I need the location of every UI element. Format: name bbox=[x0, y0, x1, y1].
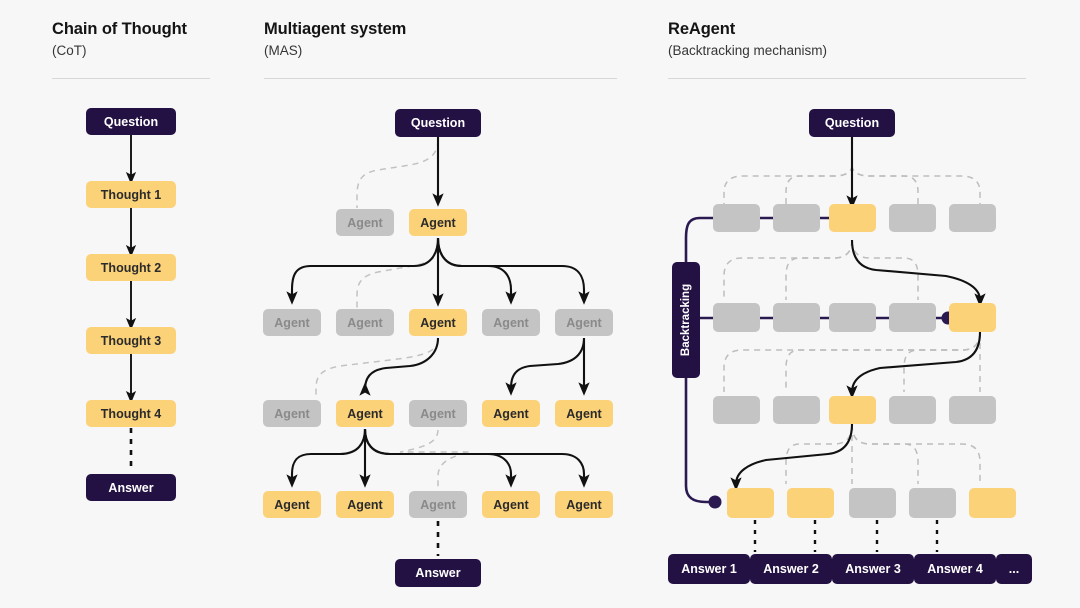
cot-node-thought-2[interactable]: Thought 2 bbox=[86, 254, 176, 281]
reagent-row3-node-4[interactable] bbox=[889, 396, 936, 424]
cot-node-answer-label: Answer bbox=[108, 480, 154, 495]
reagent-row2-node-1[interactable] bbox=[713, 303, 760, 332]
mas-row2-node-1-label: Agent bbox=[274, 315, 310, 330]
reagent-answer-4-label: Answer 4 bbox=[927, 562, 983, 576]
panel-reagent: ReAgent (Backtracking mechanism) bbox=[660, 0, 1080, 608]
reagent-header: ReAgent (Backtracking mechanism) bbox=[668, 20, 1034, 59]
cot-node-thought-4[interactable]: Thought 4 bbox=[86, 400, 176, 427]
reagent-answer-3[interactable]: Answer 3 bbox=[832, 554, 914, 584]
mas-row3-node-2[interactable]: Agent bbox=[336, 400, 394, 427]
mas-row3-node-1[interactable]: Agent bbox=[263, 400, 321, 427]
mas-row4-node-2-label: Agent bbox=[347, 497, 383, 512]
reagent-row2-node-4[interactable] bbox=[889, 303, 936, 332]
mas-row3-node-3-label: Agent bbox=[420, 406, 456, 421]
mas-node-question-label: Question bbox=[410, 116, 466, 130]
cot-node-thought-2-label: Thought 2 bbox=[100, 260, 162, 275]
backtracking-label-text: Backtracking bbox=[680, 283, 693, 357]
reagent-answer-2[interactable]: Answer 2 bbox=[750, 554, 832, 584]
reagent-divider bbox=[668, 78, 1026, 79]
cot-divider bbox=[52, 78, 210, 79]
mas-row1-node-2-label: Agent bbox=[420, 215, 456, 230]
panel-chain-of-thought: Chain of Thought (CoT) bbox=[0, 0, 240, 608]
mas-row3-node-1-label: Agent bbox=[274, 406, 310, 421]
mas-row2-node-3[interactable]: Agent bbox=[409, 309, 467, 336]
mas-row4-node-2[interactable]: Agent bbox=[336, 491, 394, 518]
reagent-answer-1[interactable]: Answer 1 bbox=[668, 554, 750, 584]
reagent-answer-1-label: Answer 1 bbox=[681, 562, 737, 576]
reagent-answer-more[interactable]: ... bbox=[996, 554, 1032, 584]
reagent-row2-node-5[interactable] bbox=[949, 303, 996, 332]
mas-row3-node-4[interactable]: Agent bbox=[482, 400, 540, 427]
cot-node-thought-3-label: Thought 3 bbox=[100, 333, 162, 348]
reagent-row4-node-5[interactable] bbox=[969, 488, 1016, 518]
reagent-row3-node-3[interactable] bbox=[829, 396, 876, 424]
mas-row3-node-4-label: Agent bbox=[493, 406, 529, 421]
reagent-row4-node-3[interactable] bbox=[849, 488, 896, 518]
mas-row4-node-4-label: Agent bbox=[493, 497, 529, 512]
cot-node-answer[interactable]: Answer bbox=[86, 474, 176, 501]
panel-multiagent-system: Multiagent system (MAS) bbox=[240, 0, 660, 608]
mas-node-question[interactable]: Question bbox=[395, 109, 481, 137]
reagent-row2-node-2[interactable] bbox=[773, 303, 820, 332]
mas-row1-node-2[interactable]: Agent bbox=[409, 209, 467, 236]
reagent-answer-more-label: ... bbox=[1008, 562, 1020, 576]
cot-node-thought-4-label: Thought 4 bbox=[100, 406, 162, 421]
mas-row1-node-1-label: Agent bbox=[347, 215, 383, 230]
reagent-row3-node-1[interactable] bbox=[713, 396, 760, 424]
reagent-title: ReAgent bbox=[668, 20, 736, 38]
reagent-subtitle: (Backtracking mechanism) bbox=[668, 42, 828, 58]
cot-node-thought-1-label: Thought 1 bbox=[100, 187, 162, 202]
mas-header: Multiagent system (MAS) bbox=[264, 20, 620, 59]
reagent-node-question-label: Question bbox=[824, 116, 880, 130]
mas-row4-node-1[interactable]: Agent bbox=[263, 491, 321, 518]
cot-node-thought-1[interactable]: Thought 1 bbox=[86, 181, 176, 208]
reagent-answer-3-label: Answer 3 bbox=[845, 562, 901, 576]
mas-row3-node-5[interactable]: Agent bbox=[555, 400, 613, 427]
cot-header: Chain of Thought (CoT) bbox=[52, 20, 212, 59]
mas-row4-node-5-label: Agent bbox=[566, 497, 602, 512]
mas-row3-node-2-label: Agent bbox=[347, 406, 383, 421]
mas-title: Multiagent system bbox=[264, 20, 407, 38]
reagent-row4-node-1[interactable] bbox=[727, 488, 774, 518]
mas-row2-node-4-label: Agent bbox=[493, 315, 529, 330]
mas-row2-node-5[interactable]: Agent bbox=[555, 309, 613, 336]
cot-node-thought-3[interactable]: Thought 3 bbox=[86, 327, 176, 354]
mas-divider bbox=[264, 78, 617, 79]
mas-row4-node-3-label: Agent bbox=[420, 497, 456, 512]
mas-row3-node-5-label: Agent bbox=[566, 406, 602, 421]
reagent-row1-node-4[interactable] bbox=[889, 204, 936, 232]
mas-row2-node-2[interactable]: Agent bbox=[336, 309, 394, 336]
mas-node-answer-label: Answer bbox=[415, 566, 461, 580]
mas-row4-node-4[interactable]: Agent bbox=[482, 491, 540, 518]
mas-row2-node-5-label: Agent bbox=[566, 315, 602, 330]
mas-row2-node-2-label: Agent bbox=[347, 315, 383, 330]
cot-node-question[interactable]: Question bbox=[86, 108, 176, 135]
cot-subtitle: (CoT) bbox=[52, 42, 87, 58]
reagent-row2-node-3[interactable] bbox=[829, 303, 876, 332]
reagent-node-question[interactable]: Question bbox=[809, 109, 895, 137]
reagent-row1-node-2[interactable] bbox=[773, 204, 820, 232]
reagent-row4-node-2[interactable] bbox=[787, 488, 834, 518]
mas-subtitle: (MAS) bbox=[264, 42, 303, 58]
cot-title: Chain of Thought bbox=[52, 20, 187, 38]
mas-row4-node-3[interactable]: Agent bbox=[409, 491, 467, 518]
reagent-answer-4[interactable]: Answer 4 bbox=[914, 554, 996, 584]
mas-row2-node-4[interactable]: Agent bbox=[482, 309, 540, 336]
reagent-row1-node-1[interactable] bbox=[713, 204, 760, 232]
backtracking-label[interactable]: Backtracking bbox=[672, 262, 700, 378]
reagent-row3-node-2[interactable] bbox=[773, 396, 820, 424]
mas-row2-node-3-label: Agent bbox=[420, 315, 456, 330]
mas-node-answer[interactable]: Answer bbox=[395, 559, 481, 587]
reagent-row4-node-4[interactable] bbox=[909, 488, 956, 518]
cot-node-question-label: Question bbox=[103, 114, 159, 129]
mas-row4-node-5[interactable]: Agent bbox=[555, 491, 613, 518]
reagent-row1-node-3[interactable] bbox=[829, 204, 876, 232]
mas-row4-node-1-label: Agent bbox=[274, 497, 310, 512]
reagent-answer-2-label: Answer 2 bbox=[763, 562, 819, 576]
mas-row1-node-1[interactable]: Agent bbox=[336, 209, 394, 236]
mas-row3-node-3[interactable]: Agent bbox=[409, 400, 467, 427]
reagent-row1-node-5[interactable] bbox=[949, 204, 996, 232]
reagent-row3-node-5[interactable] bbox=[949, 396, 996, 424]
mas-row2-node-1[interactable]: Agent bbox=[263, 309, 321, 336]
